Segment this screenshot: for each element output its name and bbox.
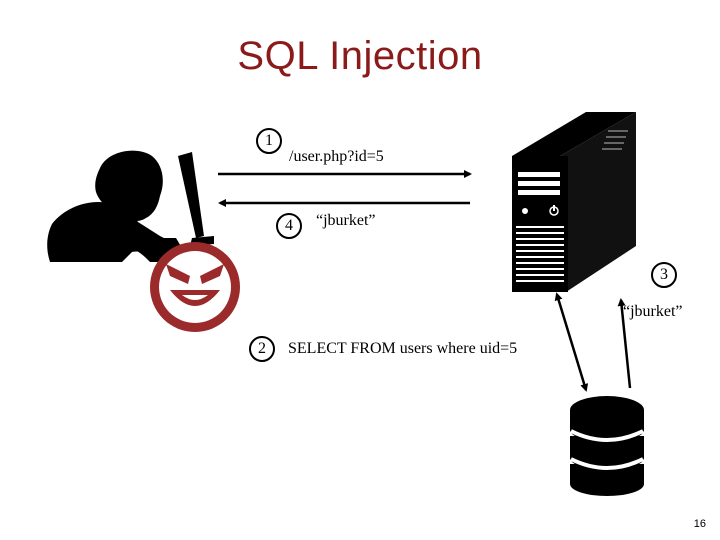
query-arrow <box>554 292 589 392</box>
evil-face-icon <box>150 242 240 332</box>
step-2-marker: 2 <box>249 336 275 362</box>
page-number: 16 <box>693 518 706 530</box>
step-1-marker: 1 <box>256 128 282 154</box>
step-3-marker: 3 <box>651 262 677 288</box>
db-result-label: “jburket” <box>623 303 683 320</box>
server-tower-icon <box>512 112 636 292</box>
sql-query-label: SELECT FROM users where uid=5 <box>288 340 518 357</box>
slide-title: SQL Injection <box>237 34 483 78</box>
step-4-marker: 4 <box>276 213 302 239</box>
database-icon <box>570 396 644 496</box>
response-value-label: “jburket” <box>316 212 376 229</box>
request-url-label: /user.php?id=5 <box>289 148 384 165</box>
result-arrow <box>617 298 632 389</box>
